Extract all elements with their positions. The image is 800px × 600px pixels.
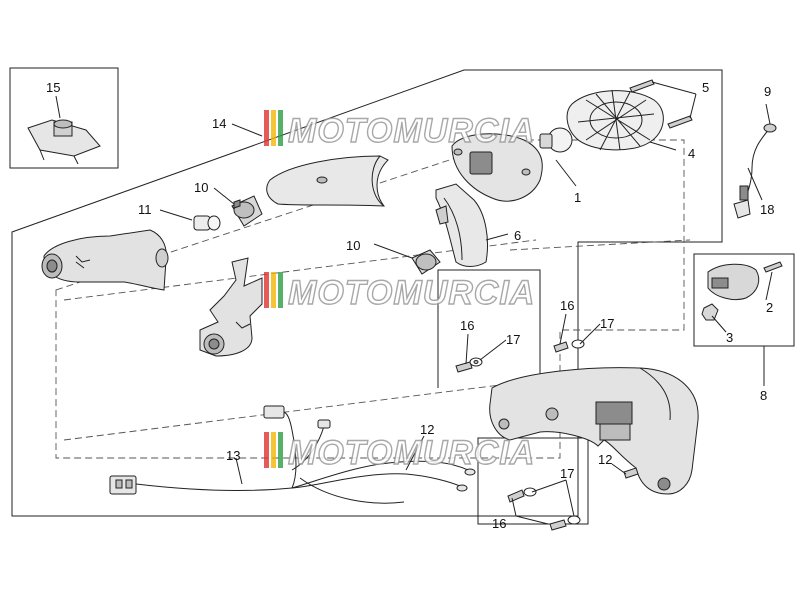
callout-16-left: 16 [460, 318, 474, 333]
socket-part-10-mid [411, 249, 441, 275]
lens-part-4 [566, 89, 664, 151]
watermark-stripe-red [264, 110, 269, 146]
watermark-stripe-green [278, 432, 283, 468]
watermark-top: MOTOMURCIA [264, 110, 535, 151]
cable-part-18 [733, 123, 777, 219]
dash-guide-3 [509, 239, 691, 251]
watermark-text: MOTOMURCIA [288, 112, 535, 150]
callout-12-rear: 12 [598, 452, 612, 467]
cover-part-6 [435, 183, 488, 267]
watermark-text: MOTOMURCIA [288, 434, 535, 472]
callout-14: 14 [212, 116, 226, 131]
bulb-part-4 [539, 127, 573, 153]
callout-6: 6 [514, 228, 521, 243]
watermark-stripe-green [278, 110, 283, 146]
callout-16-lower: 16 [492, 516, 506, 531]
screw-part-5 [629, 79, 693, 129]
callout-5: 5 [702, 80, 709, 95]
screw-part-12 [623, 467, 639, 479]
callout-2: 2 [766, 300, 773, 315]
callout-8: 8 [760, 388, 767, 403]
inset-box-screws [477, 437, 589, 525]
socket-part-10-top [231, 195, 263, 227]
watermark-stripe-red [264, 272, 269, 308]
main-panel-frame [11, 69, 723, 517]
dash-guide-2 [63, 379, 541, 441]
tail-light-part-2 [707, 261, 783, 301]
watermark-stripe-yellow [271, 432, 276, 468]
callout-17-right: 17 [600, 316, 614, 331]
watermark-stripe-red [264, 432, 269, 468]
callout-13: 13 [226, 448, 240, 463]
callout-1: 1 [574, 190, 581, 205]
bulb-part-11 [193, 215, 221, 231]
callout-12-harness: 12 [420, 422, 434, 437]
callout-3: 3 [726, 330, 733, 345]
nut-part-3 [701, 303, 719, 321]
indicator-housing-left [41, 229, 169, 291]
sub-frame-bracket [437, 269, 541, 388]
callout-4: 4 [688, 146, 695, 161]
callout-18: 18 [760, 202, 774, 217]
lamp-part-1 [451, 133, 543, 202]
inset-box-clip [9, 67, 119, 169]
callout-17-left: 17 [506, 332, 520, 347]
watermark-text: MOTOMURCIA [288, 274, 535, 312]
callout-9: 9 [764, 84, 771, 99]
callout-10-mid: 10 [346, 238, 360, 253]
mounting-bracket [199, 257, 263, 357]
clip-part-15 [27, 119, 101, 165]
callout-16-right: 16 [560, 298, 574, 313]
callout-15: 15 [46, 80, 60, 95]
wiring-harness-part-13 [109, 405, 476, 504]
callout-11: 11 [138, 202, 152, 217]
inner-panel-frame [55, 139, 685, 459]
watermark-bottom: MOTOMURCIA [264, 432, 535, 473]
screw-washer-set-upper [455, 339, 585, 373]
cover-part-14 [266, 155, 389, 207]
callout-10-top: 10 [194, 180, 208, 195]
leader-lines [55, 81, 773, 525]
watermark-stripe-yellow [271, 272, 276, 308]
rear-cover-part-8 [489, 367, 699, 495]
watermark-stripe-yellow [271, 110, 276, 146]
watermark-middle: MOTOMURCIA [264, 272, 535, 313]
callout-17-lower: 17 [560, 466, 574, 481]
watermark-stripe-green [278, 272, 283, 308]
